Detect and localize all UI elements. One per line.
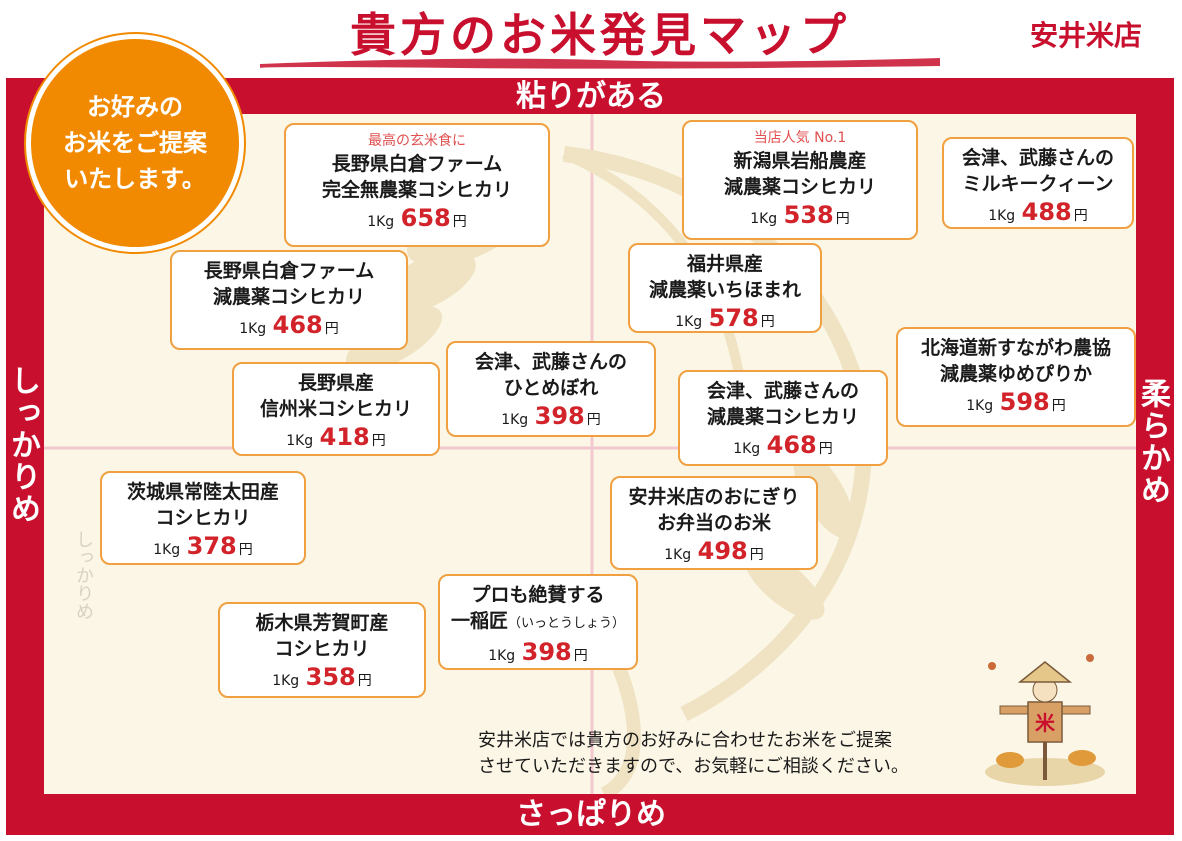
currency: 円 — [818, 441, 833, 457]
price: 398 — [521, 638, 572, 666]
price: 468 — [272, 311, 323, 339]
product-name: 栃木県芳賀町産 — [255, 612, 389, 634]
price: 498 — [697, 537, 748, 565]
price: 398 — [534, 402, 585, 430]
currency: 円 — [835, 211, 850, 227]
title-underline-brush — [260, 58, 940, 69]
product-name: 減農薬ゆめぴりか — [939, 363, 1092, 385]
product-name: 安井米店のおにぎり — [628, 486, 800, 508]
footer-note: 安井米店では貴方のお好みに合わせたお米をご提案 させていただきますので、お気軽に… — [478, 728, 978, 780]
svg-text:米: 米 — [1035, 711, 1056, 735]
product-name: コシヒカリ — [155, 507, 251, 529]
price: 598 — [999, 388, 1050, 416]
shop-logo: 安井米店 — [1030, 19, 1143, 52]
axis-label-firm: しっかりめ — [5, 365, 40, 525]
faded-axis-label: しっかりめ — [73, 530, 94, 620]
unit-label: 1Kg — [664, 547, 692, 563]
page-title: 貴方のお米発見マップ — [350, 8, 850, 62]
product-name: 信州米コシヒカリ — [259, 398, 412, 420]
currency: 円 — [371, 433, 386, 449]
currency: 円 — [238, 542, 253, 558]
unit-label: 1Kg — [733, 441, 761, 457]
product-name: プロも絶賛する — [471, 584, 605, 606]
unit-label: 1Kg — [750, 211, 778, 227]
currency: 円 — [324, 321, 339, 337]
currency: 円 — [586, 412, 601, 428]
unit-label: 1Kg — [239, 321, 267, 337]
product-name: 一稲匠 — [450, 610, 508, 632]
unit-label: 1Kg — [988, 208, 1016, 224]
unit-label: 1Kg — [966, 398, 994, 414]
currency: 円 — [1051, 398, 1066, 414]
currency: 円 — [357, 673, 372, 689]
footer-line: させていただきますので、お気軽にご相談ください。 — [478, 756, 909, 777]
axis-label-light: さっぱりめ — [516, 797, 666, 832]
badge-line: いたします。 — [64, 165, 206, 193]
unit-label: 1Kg — [272, 673, 300, 689]
product-name: 長野県産 — [297, 372, 374, 394]
product-name: 新潟県岩船農産 — [733, 150, 867, 172]
proposal-badge: お好みの お米をご提案 いたします。 — [26, 34, 244, 252]
product-name: 会津、武藤さんの — [706, 380, 859, 402]
axis-label-sticky: 粘りがある — [516, 79, 666, 114]
product-tag: 当店人気 No.1 — [753, 130, 847, 146]
product-name: 完全無農薬コシヒカリ — [321, 179, 512, 201]
currency: 円 — [573, 648, 588, 664]
product-tag: 最高の玄米食に — [368, 133, 466, 149]
product-name: 会津、武藤さんの — [961, 147, 1114, 169]
price: 578 — [708, 304, 759, 332]
product-name: 長野県白倉ファーム — [203, 260, 375, 282]
product-name: 減農薬コシヒカリ — [706, 406, 859, 428]
currency: 円 — [749, 547, 764, 563]
price: 488 — [1021, 198, 1072, 226]
currency: 円 — [760, 314, 775, 330]
unit-label: 1Kg — [675, 314, 703, 330]
product-name: ひとめぼれ — [503, 377, 599, 399]
product-name-reading: （いっとうしょう） — [508, 616, 626, 631]
product-name: 会津、武藤さんの — [474, 351, 627, 373]
product-name: コシヒカリ — [274, 638, 370, 660]
product-name: 長野県白倉ファーム — [331, 153, 503, 175]
unit-label: 1Kg — [286, 433, 314, 449]
product-name: 減農薬いちほまれ — [648, 279, 801, 301]
currency: 円 — [452, 214, 467, 230]
product-name: ミルキークィーン — [962, 173, 1114, 195]
price: 358 — [305, 663, 356, 691]
product-name: 福井県産 — [686, 253, 763, 275]
product-name: 減農薬コシヒカリ — [212, 286, 365, 308]
price: 468 — [766, 431, 817, 459]
scarecrow-illustration-icon: 米 — [985, 654, 1105, 786]
unit-label: 1Kg — [488, 648, 516, 664]
axis-label-soft: 柔らかめ — [1135, 378, 1170, 506]
price: 378 — [186, 532, 237, 560]
badge-line: お好みの — [87, 93, 183, 121]
product-name: 減農薬コシヒカリ — [723, 176, 876, 198]
unit-label: 1Kg — [501, 412, 529, 428]
price: 658 — [400, 204, 451, 232]
product-name: 茨城県常陸太田産 — [126, 481, 279, 503]
currency: 円 — [1073, 208, 1088, 224]
price: 418 — [319, 423, 370, 451]
badge-line: お米をご提案 — [63, 129, 207, 157]
footer-line: 安井米店では貴方のお好みに合わせたお米をご提案 — [478, 730, 892, 751]
product-name: お弁当のお米 — [656, 512, 771, 534]
product-name: 北海道新すながわ農協 — [920, 337, 1111, 359]
unit-label: 1Kg — [153, 542, 181, 558]
unit-label: 1Kg — [367, 214, 395, 230]
price: 538 — [783, 201, 834, 229]
